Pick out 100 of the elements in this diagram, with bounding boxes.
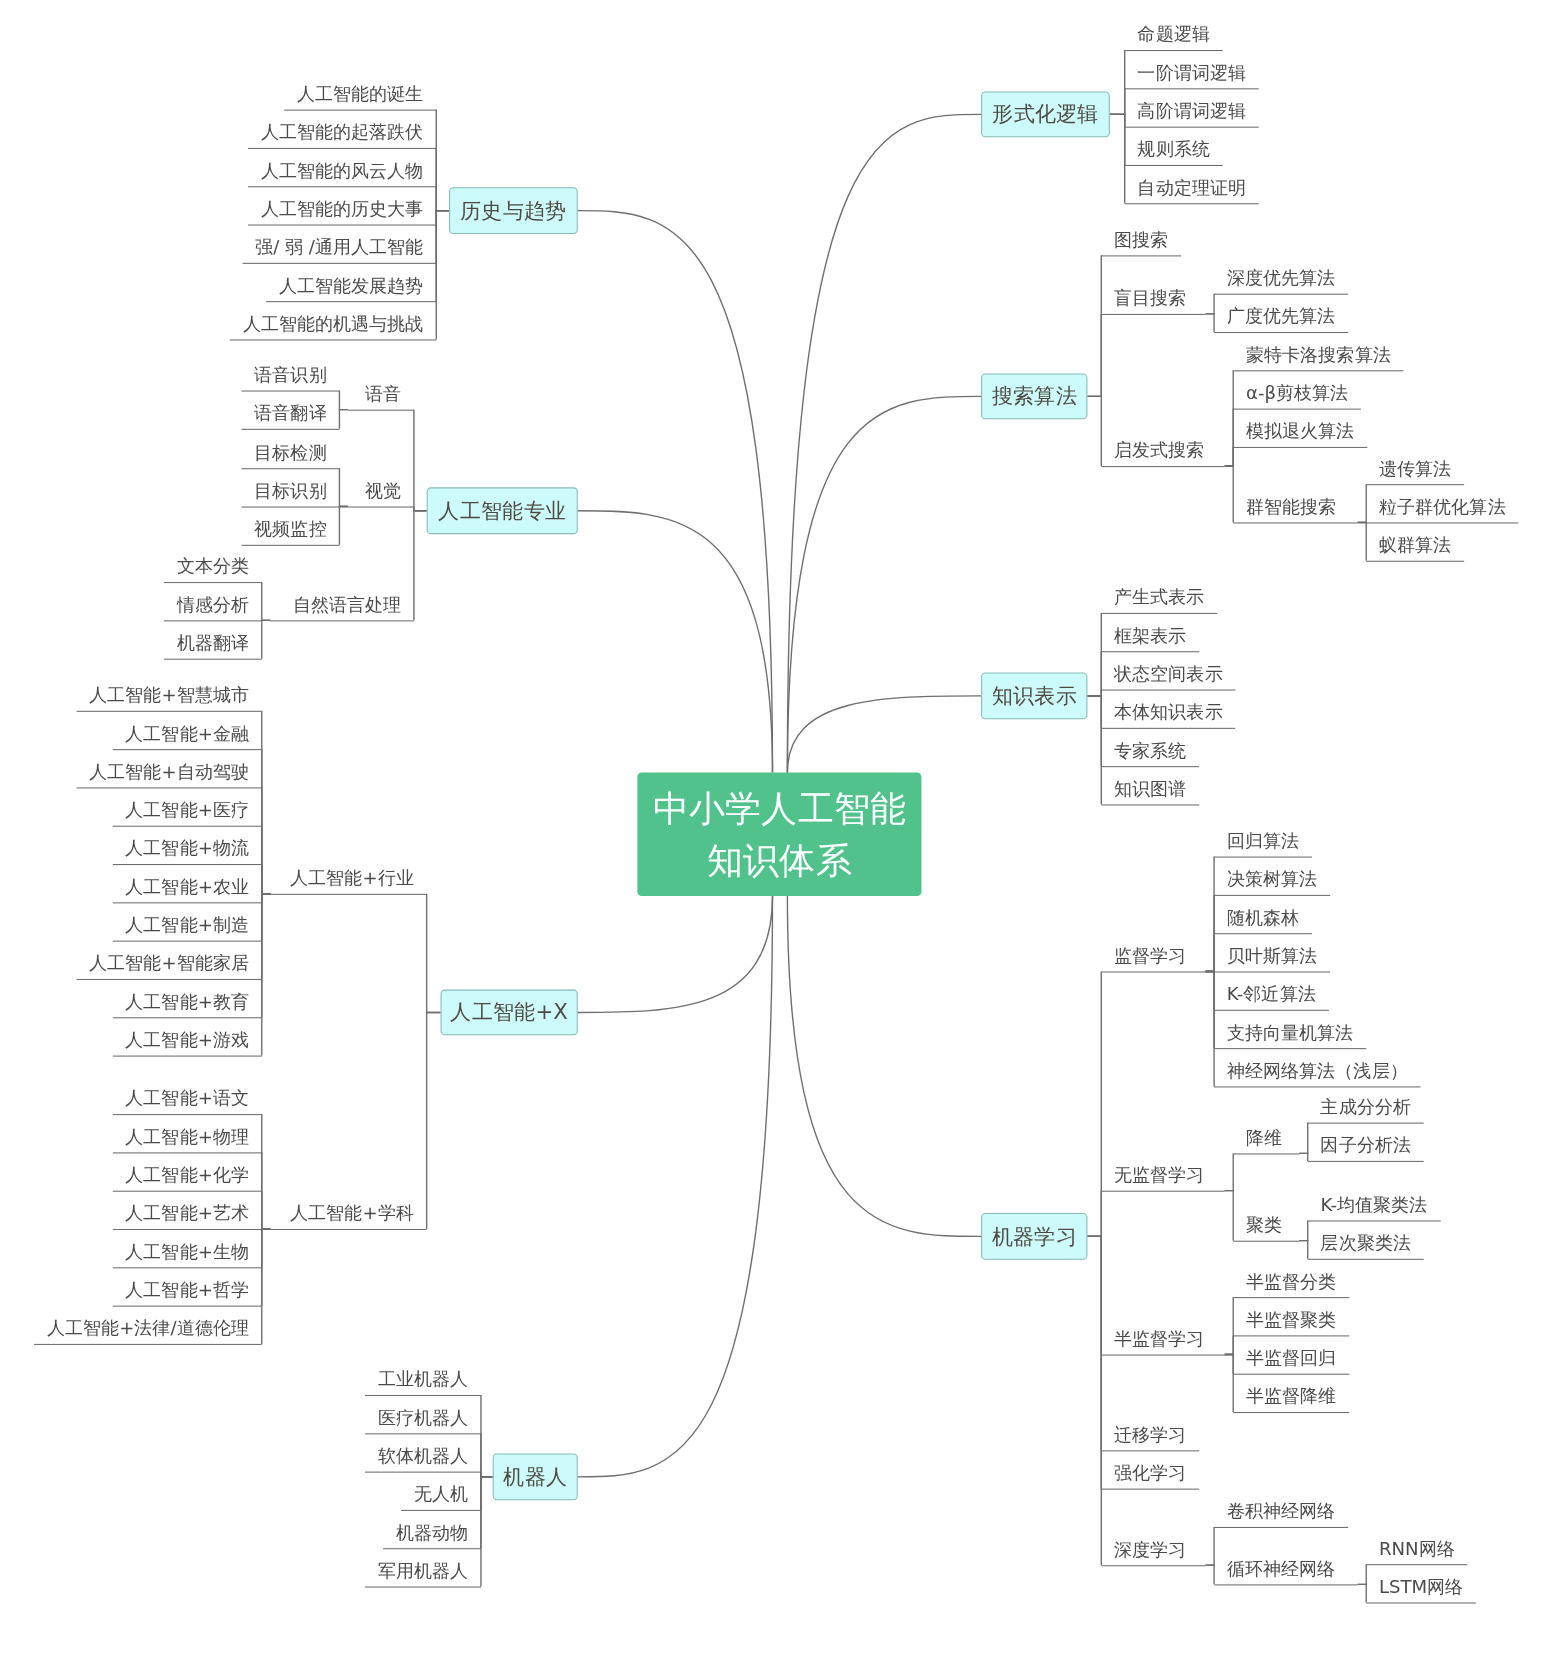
subtopic-label: 人工智能的诞生: [284, 78, 437, 111]
subtopic-label: 语音识别: [241, 359, 340, 392]
subtopic-label: 回归算法: [1214, 825, 1312, 858]
branch-curve: [786, 695, 982, 774]
connector-line: [261, 619, 271, 660]
branch-curve: [577, 895, 774, 1478]
subtopic-label: 广度优先算法: [1214, 301, 1349, 334]
topic-box: 人工智能+X: [440, 989, 578, 1036]
connector-line: [338, 505, 349, 546]
connector-line: [1204, 1564, 1215, 1586]
subtopic-label: 情感分析: [163, 589, 262, 622]
subtopic-label: 支持向量机算法: [1214, 1017, 1367, 1050]
subtopic-label: 迁移学习: [1101, 1419, 1200, 1452]
subtopic-label: 人工智能+艺术: [112, 1198, 262, 1231]
subtopic-label: 主成分分析: [1307, 1091, 1424, 1124]
subtopic-label: LSTM网络: [1366, 1571, 1477, 1604]
connector-line: [426, 1011, 442, 1230]
subtopic-label: 人工智能+农业: [112, 871, 262, 904]
connector-line: [480, 1476, 494, 1588]
subtopic-label: 人工智能+行业: [270, 862, 427, 895]
subtopic-label: 人工智能+语文: [112, 1083, 262, 1116]
subtopic-label: 一阶谓词逻辑: [1124, 57, 1259, 90]
central-topic: 中小学人工智能知识体系: [637, 772, 922, 896]
subtopic-label: 人工智能+学科: [270, 1198, 427, 1231]
subtopic-label: 目标识别: [241, 475, 340, 508]
subtopic-label: 人工智能+法律/道德伦理: [34, 1313, 262, 1345]
subtopic-label: RNN网络: [1366, 1533, 1468, 1566]
subtopic-label: 群智能搜索: [1233, 491, 1358, 524]
subtopic-label: 因子分析法: [1307, 1130, 1424, 1162]
subtopic-label: 深度学习: [1101, 1534, 1206, 1567]
subtopic-label: 人工智能+化学: [112, 1159, 262, 1192]
connector-line: [338, 408, 349, 430]
subtopic-label: 人工智能+医疗: [112, 794, 262, 827]
connector-line: [1204, 313, 1215, 333]
subtopic-label: 高阶谓词逻辑: [1124, 95, 1259, 128]
subtopic-label: 图搜索: [1101, 224, 1182, 257]
topic-box: 人工智能专业: [426, 487, 578, 535]
subtopic-label: 框架表示: [1101, 620, 1200, 653]
subtopic-label: 半监督学习: [1101, 1323, 1225, 1356]
subtopic-label: 人工智能的起落跌伏: [247, 117, 437, 149]
subtopic-label: 启发式搜索: [1101, 435, 1225, 468]
subtopic-label: 人工智能+金融: [112, 718, 262, 751]
subtopic-label: 层次聚类法: [1307, 1227, 1424, 1260]
subtopic-label: 软体机器人: [364, 1440, 481, 1473]
subtopic-label: 人工智能+物流: [112, 833, 262, 866]
branch-curve: [577, 510, 774, 774]
subtopic-label: 视频监控: [241, 513, 340, 546]
subtopic-label: 盲目搜索: [1101, 283, 1206, 315]
topic-box: 机器学习: [981, 1213, 1088, 1260]
subtopic-label: K-邻近算法: [1214, 978, 1329, 1011]
subtopic-label: 知识图谱: [1101, 773, 1200, 806]
subtopic-label: 人工智能+游戏: [112, 1024, 262, 1057]
subtopic-label: 自然语言处理: [270, 589, 414, 622]
topic-box: 形式化逻辑: [981, 91, 1110, 138]
connector-line: [1224, 1353, 1234, 1413]
subtopic-label: 视觉: [347, 475, 414, 508]
subtopic-label: 本体知识表示: [1101, 696, 1236, 729]
subtopic-label: 人工智能+制造: [112, 909, 262, 942]
subtopic-label: 无监督学习: [1101, 1159, 1225, 1192]
subtopic-label: 专家系统: [1101, 735, 1200, 768]
subtopic-label: 随机森林: [1214, 902, 1312, 935]
subtopic-label: 人工智能+智慧城市: [76, 679, 262, 712]
subtopic-label: 强化学习: [1101, 1457, 1200, 1490]
subtopic-label: 监督学习: [1101, 940, 1206, 973]
subtopic-label: 自动定理证明: [1124, 172, 1259, 205]
subtopic-label: 状态空间表示: [1101, 658, 1236, 691]
subtopic-label: 医疗机器人: [364, 1402, 481, 1435]
subtopic-label: 半监督回归: [1233, 1342, 1350, 1375]
topic-box: 搜索算法: [981, 373, 1088, 420]
subtopic-label: 规则系统: [1124, 134, 1223, 166]
connector-line: [435, 210, 450, 341]
subtopic-label: 工业机器人: [364, 1364, 481, 1397]
subtopic-label: 深度优先算法: [1214, 262, 1349, 295]
topic-box: 知识表示: [981, 672, 1088, 720]
connector-line: [261, 1228, 271, 1345]
subtopic-label: 降维: [1233, 1122, 1300, 1155]
subtopic-label: 贝叶斯算法: [1214, 940, 1331, 973]
connector-line: [1224, 1190, 1234, 1242]
subtopic-label: 机器翻译: [163, 627, 262, 660]
subtopic-label: 半监督降维: [1233, 1381, 1350, 1414]
subtopic-label: 人工智能+自动驾驶: [76, 756, 262, 789]
subtopic-label: 聚类: [1233, 1209, 1300, 1242]
subtopic-label: 模拟退火算法: [1233, 416, 1368, 448]
subtopic-label: 语音: [347, 378, 414, 411]
connector-line: [1357, 1583, 1367, 1604]
subtopic-label: 产生式表示: [1101, 582, 1218, 614]
branch-curve: [786, 895, 982, 1238]
subtopic-label: 半监督分类: [1233, 1266, 1350, 1299]
connector-line: [413, 510, 428, 622]
subtopic-label: 目标检测: [241, 437, 340, 470]
subtopic-label: 人工智能+物理: [112, 1121, 262, 1154]
subtopic-label: α-β剪枝算法: [1233, 377, 1362, 410]
subtopic-label: 语音翻译: [241, 397, 340, 430]
connector-line: [1086, 1235, 1102, 1566]
subtopic-label: 人工智能+哲学: [112, 1274, 262, 1307]
subtopic-label: 军用机器人: [364, 1555, 481, 1588]
subtopic-label: 文本分类: [163, 551, 262, 584]
subtopic-label: 人工智能发展趋势: [266, 270, 437, 303]
subtopic-label: 决策树算法: [1214, 864, 1331, 896]
subtopic-label: 粒子群优化算法: [1366, 491, 1519, 524]
